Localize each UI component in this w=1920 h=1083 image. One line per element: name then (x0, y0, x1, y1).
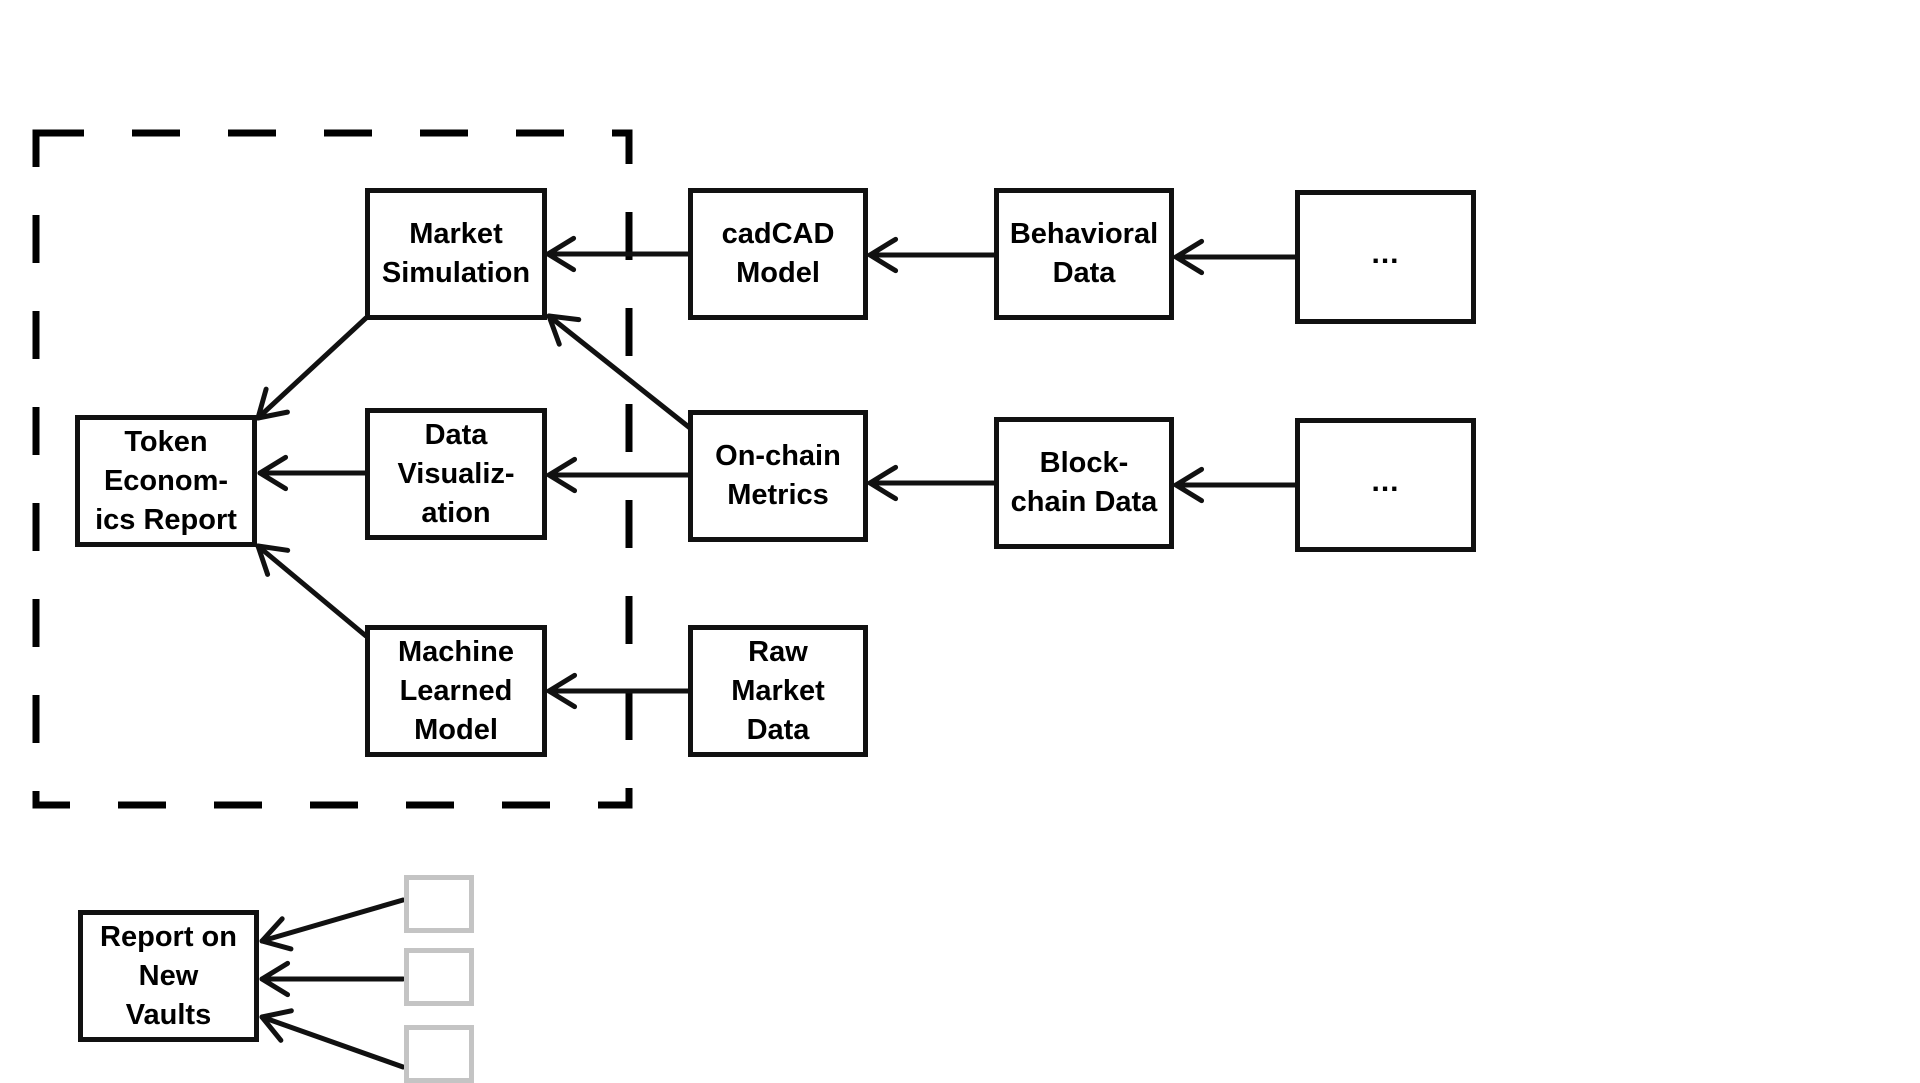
arrow-onchain-metrics-to-market-simulation (546, 313, 693, 431)
cadcad-model-node[interactable]: cadCAD Model (688, 188, 868, 320)
arrowhead-icon (867, 236, 899, 274)
arrowhead-icon (257, 454, 289, 492)
arrow-ml-model-to-token-report (255, 543, 369, 639)
blockchain-data-node[interactable]: Block- chain Data (994, 417, 1174, 549)
arrow-raw-market-data-to-ml-model (546, 672, 691, 710)
arrow-vault-input-2-to-vaults-report (259, 960, 406, 998)
report-on-new-vaults-node[interactable]: Report on New Vaults (78, 910, 259, 1042)
node-label: Token Econom- ics Report (95, 425, 237, 536)
arrowhead-icon (259, 1008, 294, 1043)
placeholder-input-node-3[interactable] (404, 1025, 474, 1083)
token-economics-report-node[interactable]: Token Econom- ics Report (75, 415, 257, 547)
node-label: Raw Market Data (731, 635, 825, 746)
arrow-behavioral-data-to-cadcad-model (867, 236, 997, 274)
arrow-shaft (259, 1014, 406, 1070)
arrowhead-icon (259, 960, 291, 998)
arrow-data-visualization-to-token-report (257, 454, 369, 492)
arrow-onchain-metrics-to-data-visualization (546, 456, 691, 494)
more-sources-node-1[interactable]: ... (1295, 190, 1476, 324)
node-label: Machine Learned Model (397, 635, 515, 746)
node-label: Market Simulation (381, 218, 531, 289)
arrow-blockchain-data-to-onchain-metrics (867, 464, 997, 502)
ellipsis-label: ... (1371, 237, 1400, 270)
arrowhead-icon (546, 672, 578, 710)
arrow-cadcad-model-to-market-simulation (545, 235, 691, 273)
arrow-market-simulation-to-token-report (255, 315, 369, 421)
ellipsis-label: ... (1371, 465, 1400, 498)
arrow-vault-input-3-to-vaults-report (259, 1008, 406, 1070)
arrow-shaft (255, 543, 369, 639)
arrowhead-icon (867, 464, 899, 502)
node-label: On-chain Metrics (715, 440, 841, 511)
more-sources-node-2[interactable]: ... (1295, 418, 1476, 552)
arrow-more-2-to-blockchain-data (1173, 466, 1298, 504)
node-label: Block- chain Data (1010, 447, 1158, 518)
node-label: Behavioral Data (1009, 218, 1159, 289)
arrowhead-icon (1173, 238, 1205, 276)
arrowhead-icon (255, 543, 291, 577)
arrow-more-1-to-behavioral-data (1173, 238, 1298, 276)
arrowhead-icon (546, 313, 582, 347)
node-label: Report on New Vaults (100, 920, 237, 1031)
placeholder-input-node-2[interactable] (404, 948, 474, 1006)
node-label: cadCAD Model (721, 218, 835, 289)
behavioral-data-node[interactable]: Behavioral Data (994, 188, 1174, 320)
arrowhead-icon (1173, 466, 1205, 504)
arrow-vault-input-1-to-vaults-report (259, 897, 406, 952)
edges-layer (255, 235, 1298, 1070)
arrow-shaft (255, 315, 369, 421)
node-label: Data Visualiz- ation (397, 418, 515, 529)
data-visualization-node[interactable]: Data Visualiz- ation (365, 408, 547, 540)
arrow-shaft (259, 897, 406, 944)
arrowhead-icon (545, 235, 577, 273)
machine-learned-model-node[interactable]: Machine Learned Model (365, 625, 547, 757)
arrowhead-icon (259, 916, 294, 952)
placeholder-input-node-1[interactable] (404, 875, 474, 933)
arrowhead-icon (255, 386, 290, 421)
arrow-shaft (546, 313, 693, 431)
analysis-boundary-dashed-group (32, 129, 633, 809)
arrowhead-icon (546, 456, 578, 494)
raw-market-data-node[interactable]: Raw Market Data (688, 625, 868, 757)
market-simulation-node[interactable]: Market Simulation (365, 188, 547, 320)
on-chain-metrics-node[interactable]: On-chain Metrics (688, 410, 868, 542)
